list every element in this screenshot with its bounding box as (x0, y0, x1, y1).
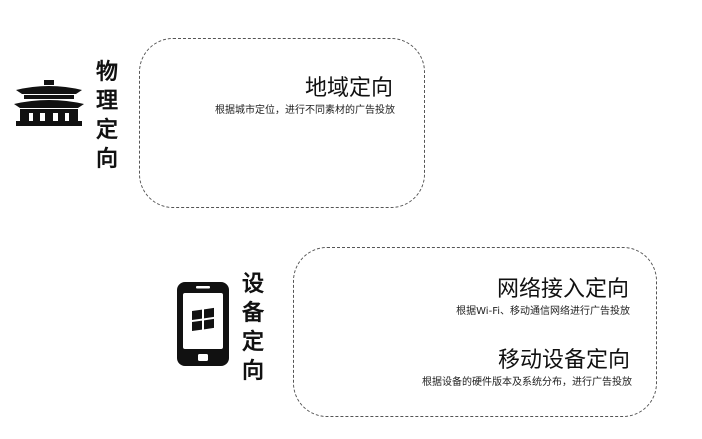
geo-targeting-card (139, 38, 425, 208)
title-char: 定 (96, 118, 119, 143)
device-targeting-card (293, 247, 657, 417)
title-char: 理 (96, 89, 119, 114)
title-char: 向 (96, 147, 119, 172)
title-char: 定 (242, 330, 265, 355)
title-char: 设 (242, 272, 265, 297)
title-char: 向 (242, 359, 265, 384)
title-char: 物 (96, 60, 119, 85)
title-char: 备 (242, 301, 265, 326)
network-targeting-description: 根据Wi-Fi、移动通信网络进行广告投放 (456, 306, 630, 317)
network-targeting-heading: 网络接入定向 (496, 277, 629, 302)
mobile-device-targeting-heading: 移动设备定向 (497, 348, 630, 373)
physical-targeting-title: 物 理 定 向 (96, 58, 118, 174)
device-targeting-title: 设 备 定 向 (242, 270, 264, 386)
windows-phone-icon (176, 281, 230, 367)
geo-targeting-heading: 地域定向 (304, 76, 393, 101)
mobile-device-targeting-description: 根据设备的硬件版本及系统分布，进行广告投放 (422, 377, 632, 388)
temple-icon (14, 80, 84, 126)
geo-targeting-description: 根据城市定位，进行不同素材的广告投放 (215, 105, 395, 116)
